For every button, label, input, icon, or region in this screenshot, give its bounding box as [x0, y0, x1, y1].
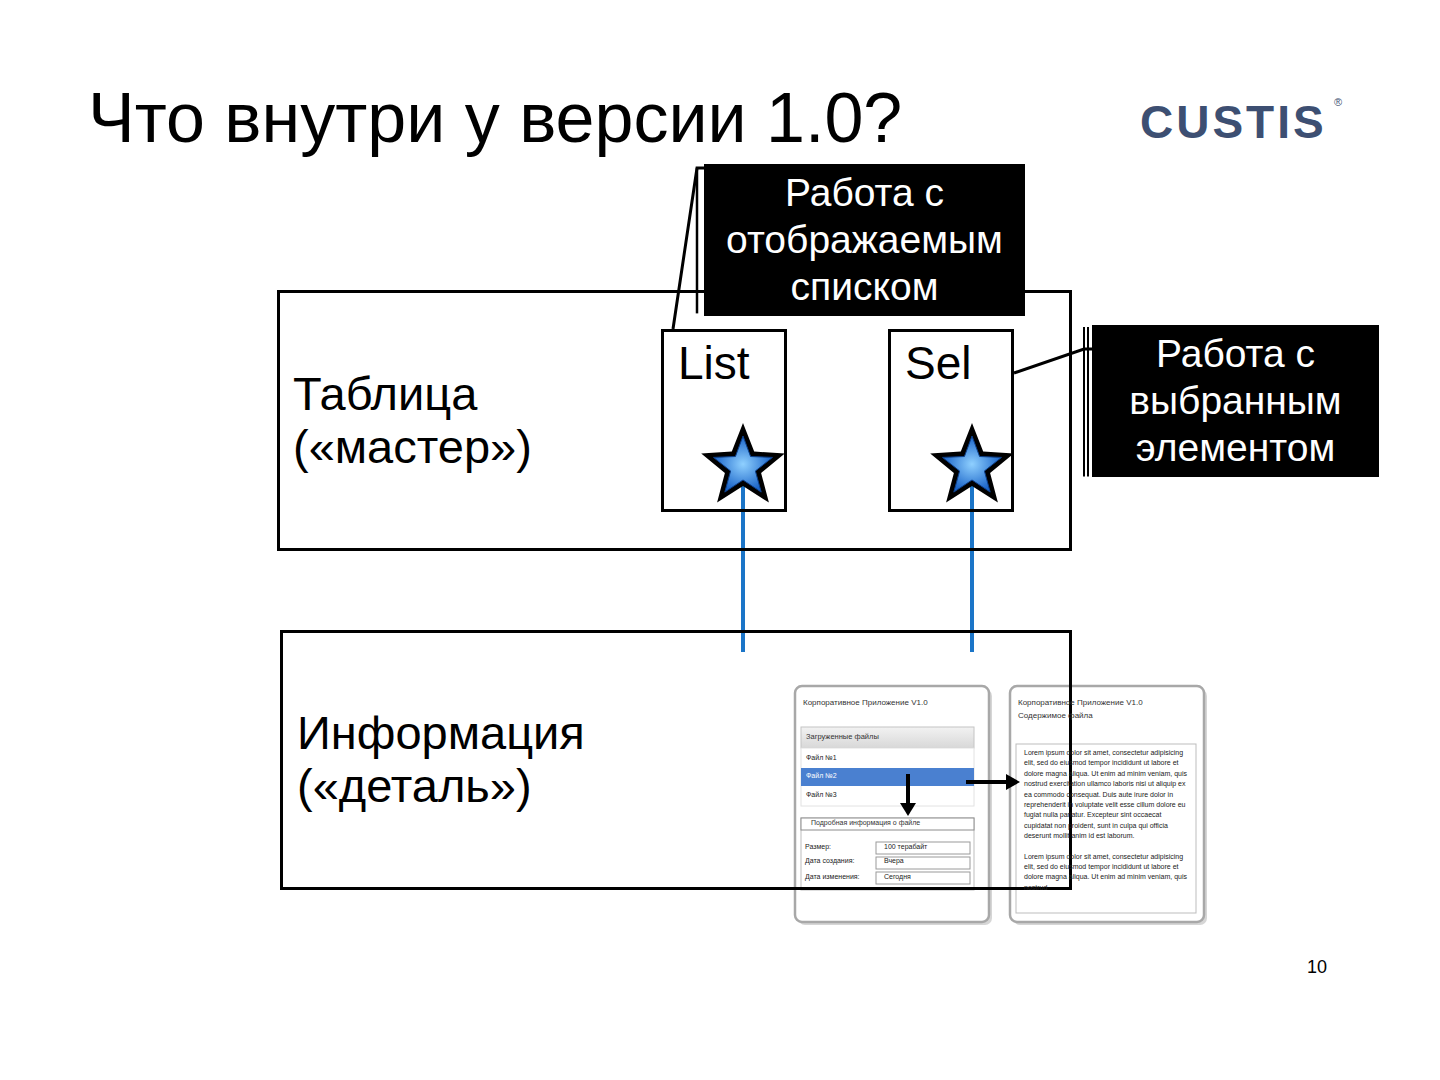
lorem-paragraph: Lorem ipsum dolor sit amet, consectetur …: [1024, 748, 1190, 842]
field-label: Дата создания:: [805, 857, 854, 865]
logo-text: CUSTIS: [1140, 95, 1327, 150]
detail-box: Информация («деталь»): [280, 630, 1072, 890]
star-fill: [943, 436, 1002, 492]
flow-arrow-shaft: [906, 774, 910, 806]
box-label: Информация («деталь»): [297, 707, 612, 812]
page-number: 10: [1307, 957, 1327, 979]
field-value: 100 терабайт: [884, 843, 927, 851]
lorem-panel: Lorem ipsum dolor sit amet, consectetur …: [1024, 748, 1190, 893]
box-label: Sel: [905, 338, 1005, 389]
callout-text: Работа с отображаемым списком: [710, 170, 1019, 310]
star-outline: [701, 423, 785, 503]
window-frame: [1010, 686, 1204, 922]
content-panel: [1016, 744, 1196, 913]
details-heading-box: [801, 818, 974, 830]
field-value: Сегодня: [884, 873, 911, 881]
callout-text: Работа с выбранным элементом: [1098, 331, 1373, 471]
list-heading: Загруженные файлы: [806, 732, 879, 741]
star-outline: [930, 423, 1014, 503]
selected-row-bar: [801, 768, 974, 786]
details-heading: Подробная информация о файле: [809, 819, 922, 827]
window-title: Корпоративное Приложение V1.0: [1018, 698, 1143, 708]
title-holder: Что внутри у версии 1.0?: [88, 83, 902, 153]
master-box: Таблица («мастер») List Sel: [277, 290, 1072, 551]
list-header-bar: [801, 727, 974, 748]
star-fill: [714, 436, 773, 492]
field-value: Вчера: [884, 857, 904, 865]
callout-box: Работа с отображаемым списком: [704, 164, 1025, 316]
list-row-selected: Файл №2: [806, 772, 837, 780]
window-title: Корпоративное Приложение V1.0: [803, 698, 928, 708]
leader-line: [1014, 349, 1092, 373]
flow-arrow-shaft: [966, 780, 1008, 784]
slide-title: Что внутри у версии 1.0?: [88, 83, 902, 153]
list-row: Файл №1: [806, 754, 837, 762]
list-box: List: [661, 329, 787, 512]
input-field: [876, 842, 970, 854]
callout-box: Работа с выбранным элементом: [1092, 325, 1379, 477]
list-area: [801, 748, 974, 806]
lorem-paragraph: Lorem ipsum dolor sit amet, consectetur …: [1024, 852, 1190, 894]
input-field: [876, 857, 970, 869]
flow-arrow-head: [900, 803, 916, 816]
box-label: List: [678, 338, 778, 389]
selection-box: Sel: [888, 329, 1014, 512]
input-field: [876, 872, 970, 884]
registered-mark: ®: [1334, 96, 1342, 109]
leader-line: [673, 168, 704, 329]
details-panel: [801, 818, 974, 890]
list-row: Файл №3: [806, 791, 837, 799]
flow-arrow-head: [1006, 774, 1020, 790]
field-label: Дата изменения:: [805, 873, 860, 881]
field-label: Размер:: [805, 843, 831, 851]
window-subtitle: Содержимое файла: [1018, 711, 1093, 721]
box-label: Таблица («мастер»): [293, 368, 578, 473]
window-frame: [795, 686, 989, 922]
